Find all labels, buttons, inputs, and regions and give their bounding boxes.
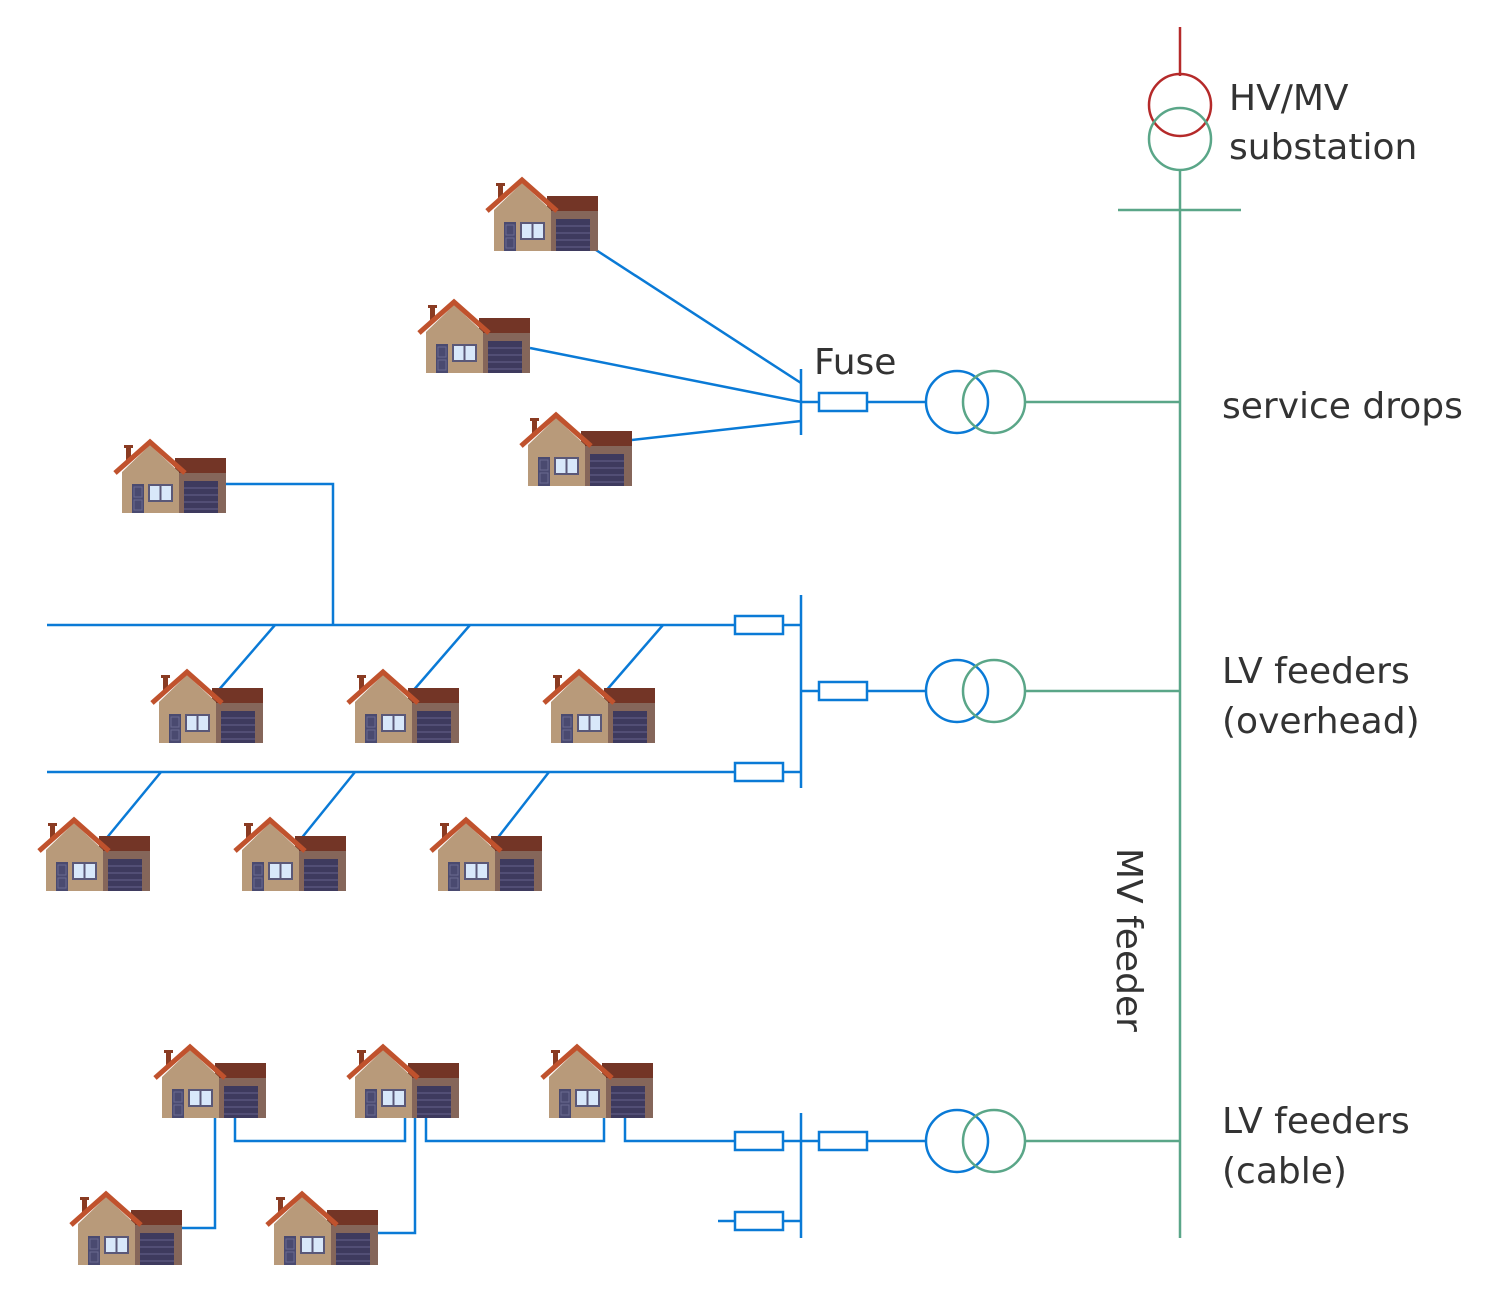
- transformer-icon: [924, 1108, 1027, 1174]
- house-icon: [348, 672, 459, 743]
- house-icon: [152, 672, 263, 743]
- cable-line: [233, 1117, 407, 1143]
- fuse-icon: [733, 614, 785, 636]
- house-icon: [115, 442, 226, 513]
- service-drop-line: [595, 248, 802, 385]
- transformer-icon: [924, 369, 1027, 435]
- lv-overhead-label-line1: LV feeders: [1222, 651, 1410, 692]
- hv-mv-substation: [1118, 27, 1241, 212]
- house-icon: [542, 1047, 653, 1118]
- substation-label-line2: substation: [1229, 127, 1417, 168]
- service-drop-line: [529, 346, 802, 404]
- cable-line: [424, 1117, 606, 1143]
- house-icon: [267, 1194, 378, 1265]
- house-icon: [155, 1047, 266, 1118]
- mv-feeder-label: MV feeder: [1108, 848, 1149, 1032]
- house-icon: [235, 820, 346, 891]
- lv-overhead-section: [39, 442, 1180, 891]
- substation-mv-winding: [1147, 106, 1213, 172]
- lv-cable-label-line1: LV feeders: [1222, 1101, 1410, 1142]
- fuse-icon: [733, 1210, 785, 1232]
- lv-cable-label-line2: (cable): [1222, 1151, 1347, 1192]
- service-drop-line: [631, 419, 802, 442]
- cable-line: [182, 1117, 217, 1230]
- house-icon: [431, 820, 542, 891]
- fuse-icon: [817, 680, 869, 702]
- substation-label-line1: HV/MV: [1229, 78, 1349, 119]
- house-icon: [521, 415, 632, 486]
- house-icon: [419, 302, 530, 373]
- house-icon: [348, 1047, 459, 1118]
- fuse-label: Fuse: [814, 342, 896, 383]
- fuse-icon: [733, 1130, 785, 1152]
- transformer-icon: [924, 658, 1027, 724]
- service-drops-label: service drops: [1222, 386, 1463, 427]
- fuse-icon: [733, 761, 785, 783]
- house-icon: [487, 180, 598, 251]
- house-icon: [71, 1194, 182, 1265]
- lv-overhead-label-line2: (overhead): [1222, 701, 1420, 742]
- cable-line: [623, 1117, 718, 1143]
- service-drop-line: [226, 482, 335, 625]
- substation-hv-winding: [1147, 72, 1213, 138]
- service-drops-section: [419, 180, 1180, 486]
- house-icon: [39, 820, 150, 891]
- house-icon: [544, 672, 655, 743]
- fuse-icon: [817, 1130, 869, 1152]
- fuse-icon: [817, 391, 869, 413]
- cable-line: [378, 1117, 417, 1235]
- lv-cable-section: [71, 1047, 1180, 1265]
